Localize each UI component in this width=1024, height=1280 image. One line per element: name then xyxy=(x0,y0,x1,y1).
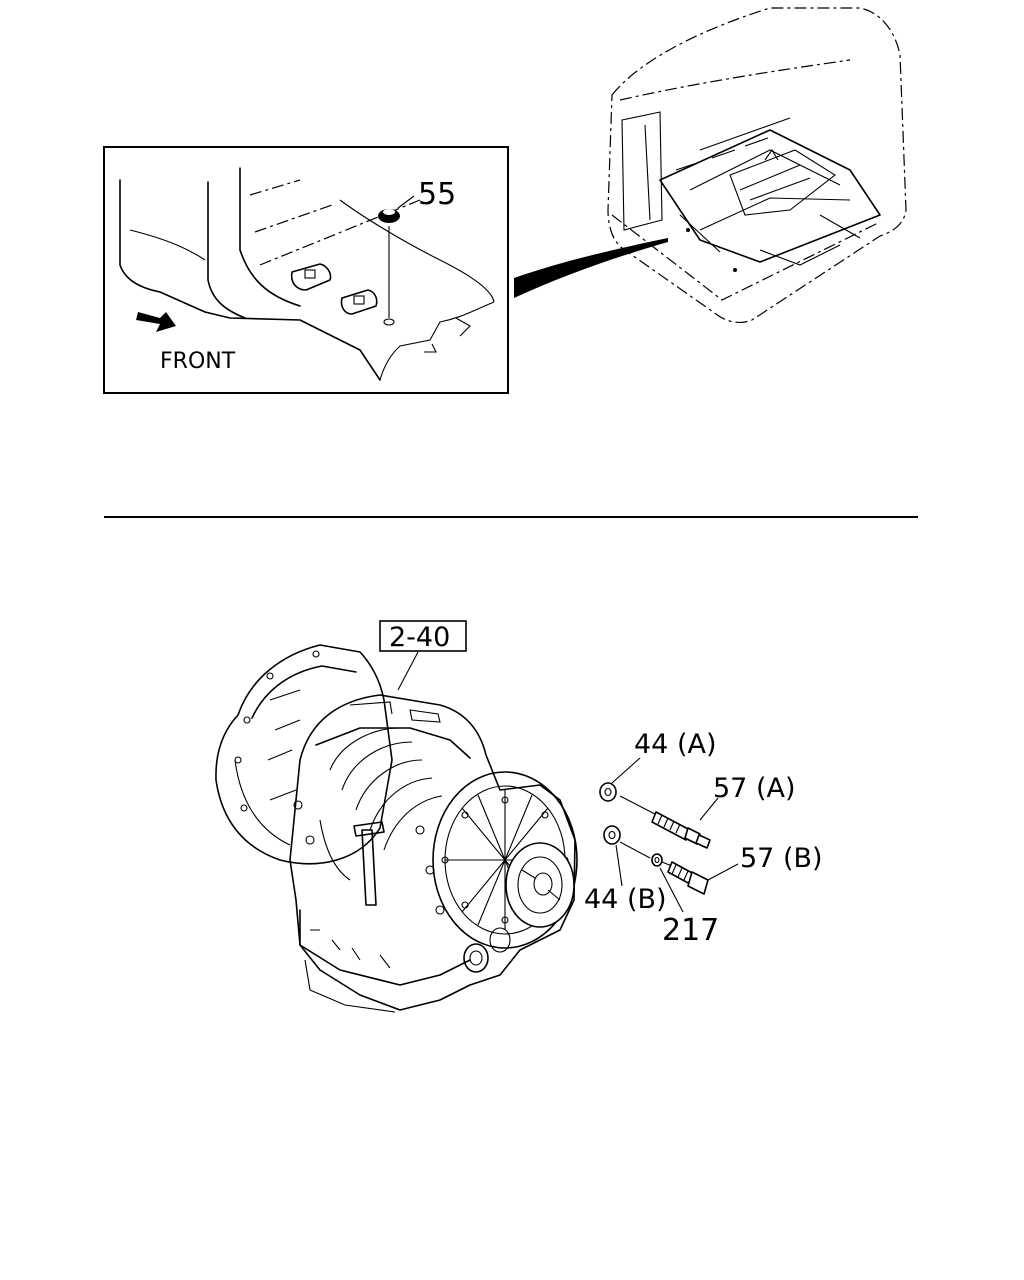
flange-nut-icon xyxy=(603,825,621,845)
stud-bolt-icon xyxy=(667,861,709,895)
cab-view xyxy=(514,7,907,324)
flange-nut-icon xyxy=(599,782,617,802)
fasteners: 44 (A) 57 (A) 44 (B) 217 xyxy=(584,729,823,948)
part-55-label: 55 xyxy=(418,177,456,212)
transmission-assembly xyxy=(215,644,578,1013)
part-217-label: 217 xyxy=(662,913,719,948)
ref-box-label: 2-40 xyxy=(389,622,450,653)
ref-box xyxy=(379,620,467,652)
stud-bolt-icon xyxy=(651,811,711,849)
front-arrow-icon xyxy=(136,312,176,332)
part-44b-label: 44 (B) xyxy=(584,884,667,915)
part-57b-label: 57 (B) xyxy=(740,843,823,874)
grommet-icon xyxy=(378,209,400,223)
part-57a-label: 57 (A) xyxy=(713,773,795,804)
washer-icon xyxy=(651,853,663,867)
part-44a-label: 44 (A) xyxy=(634,729,716,760)
inset-detail: 55 FRONT xyxy=(103,146,509,394)
front-label: FRONT xyxy=(160,349,236,374)
